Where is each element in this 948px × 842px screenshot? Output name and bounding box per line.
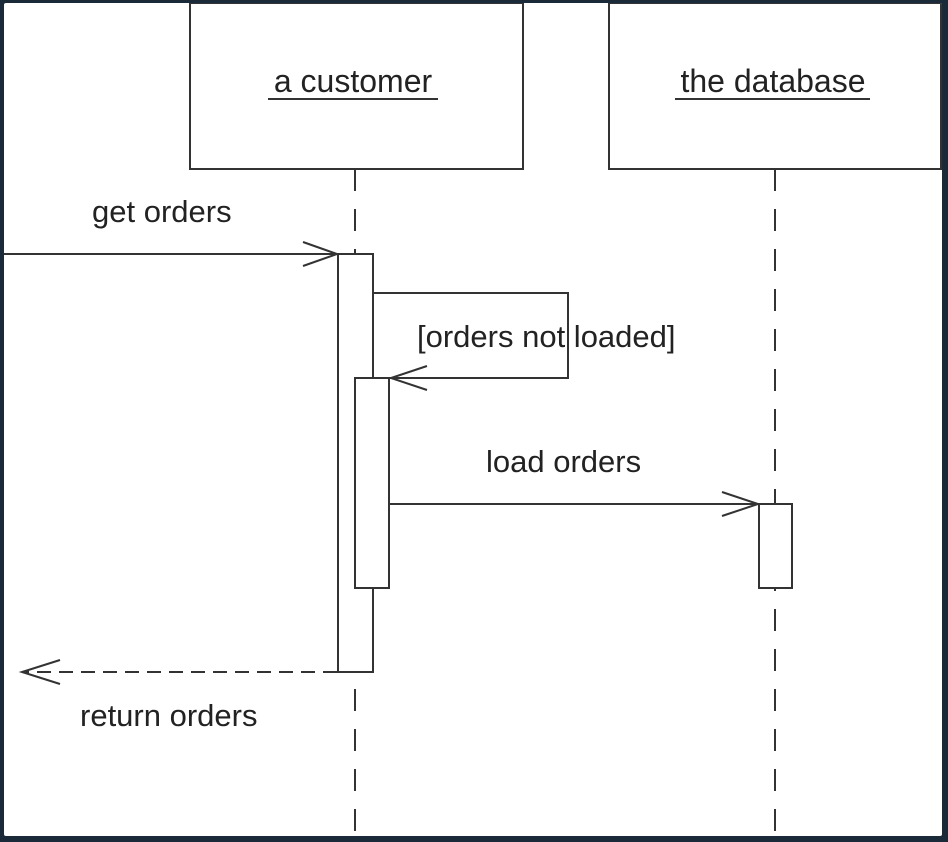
message-label-get-orders: get orders [92,194,232,229]
activation-customer-inner [354,377,390,589]
sequence-diagram: a customer the database get orders [orde… [4,3,942,836]
message-line-self-call [373,292,569,379]
activation-database [758,503,793,589]
message-self-call: [orders not loaded] [373,292,676,391]
participant-box-database [608,3,942,170]
participant-label-database: the database [680,63,865,99]
arrowhead-open-return-orders [18,659,61,685]
message-return-orders: return orders [18,659,337,733]
message-label-return-orders: return orders [80,698,257,733]
arrowhead-open-load-orders [721,491,762,517]
guard-label: [orders not loaded] [417,319,676,354]
participant-label-customer: a customer [274,63,433,99]
arrowhead-open-get-orders [302,241,341,267]
participant-customer: a customer [189,3,524,170]
arrowhead-open-self-call [387,365,428,391]
message-load-orders: load orders [389,444,762,517]
message-get-orders: get orders [4,194,341,267]
participant-box-customer [189,3,524,170]
participant-database: the database [608,3,942,170]
message-label-load-orders: load orders [486,444,641,479]
diagram-frame: a customer the database get orders [orde… [4,3,942,836]
